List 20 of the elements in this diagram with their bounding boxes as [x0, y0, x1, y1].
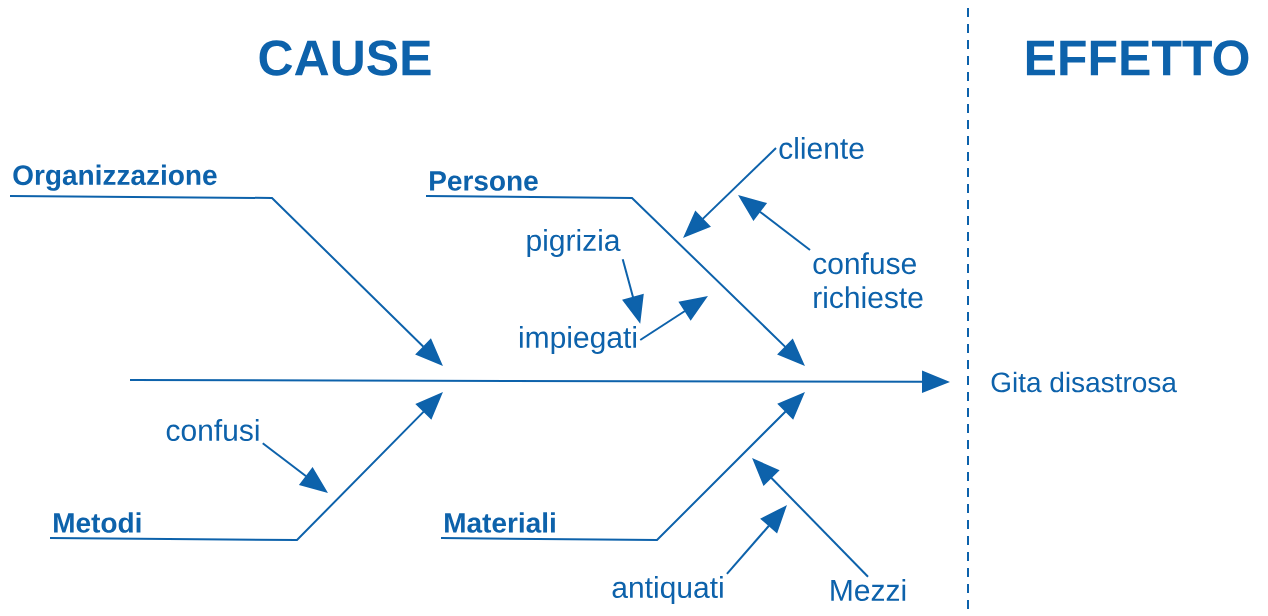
sub-cause-label: Mezzi — [831, 579, 906, 602]
cause-label: Organizzazione — [13, 164, 217, 191]
sub-cause-label: cliente — [779, 137, 864, 159]
branch-arrow — [9, 195, 443, 366]
heading: EFFETTO — [1026, 40, 1249, 76]
effect-label: Gita disastrosa — [991, 371, 1177, 393]
sub-cause-label: confuse richieste — [813, 252, 923, 309]
sub-cause-label: impiegati — [520, 326, 636, 354]
branch-arrow — [425, 195, 805, 366]
sub-cause-label: antiquati — [612, 576, 723, 604]
arrow — [683, 147, 777, 238]
heading: CAUSE — [259, 40, 431, 76]
sub-cause-label: pigrizia — [527, 229, 621, 257]
branch-arrow — [49, 392, 443, 541]
cause-label: Metodi — [54, 512, 141, 533]
cause-label: Persone — [430, 171, 538, 191]
branch-arrow — [440, 392, 805, 541]
cause-label: Materiali — [445, 512, 555, 533]
sub-cause-label: confusi — [166, 419, 259, 442]
arrow — [752, 458, 869, 578]
